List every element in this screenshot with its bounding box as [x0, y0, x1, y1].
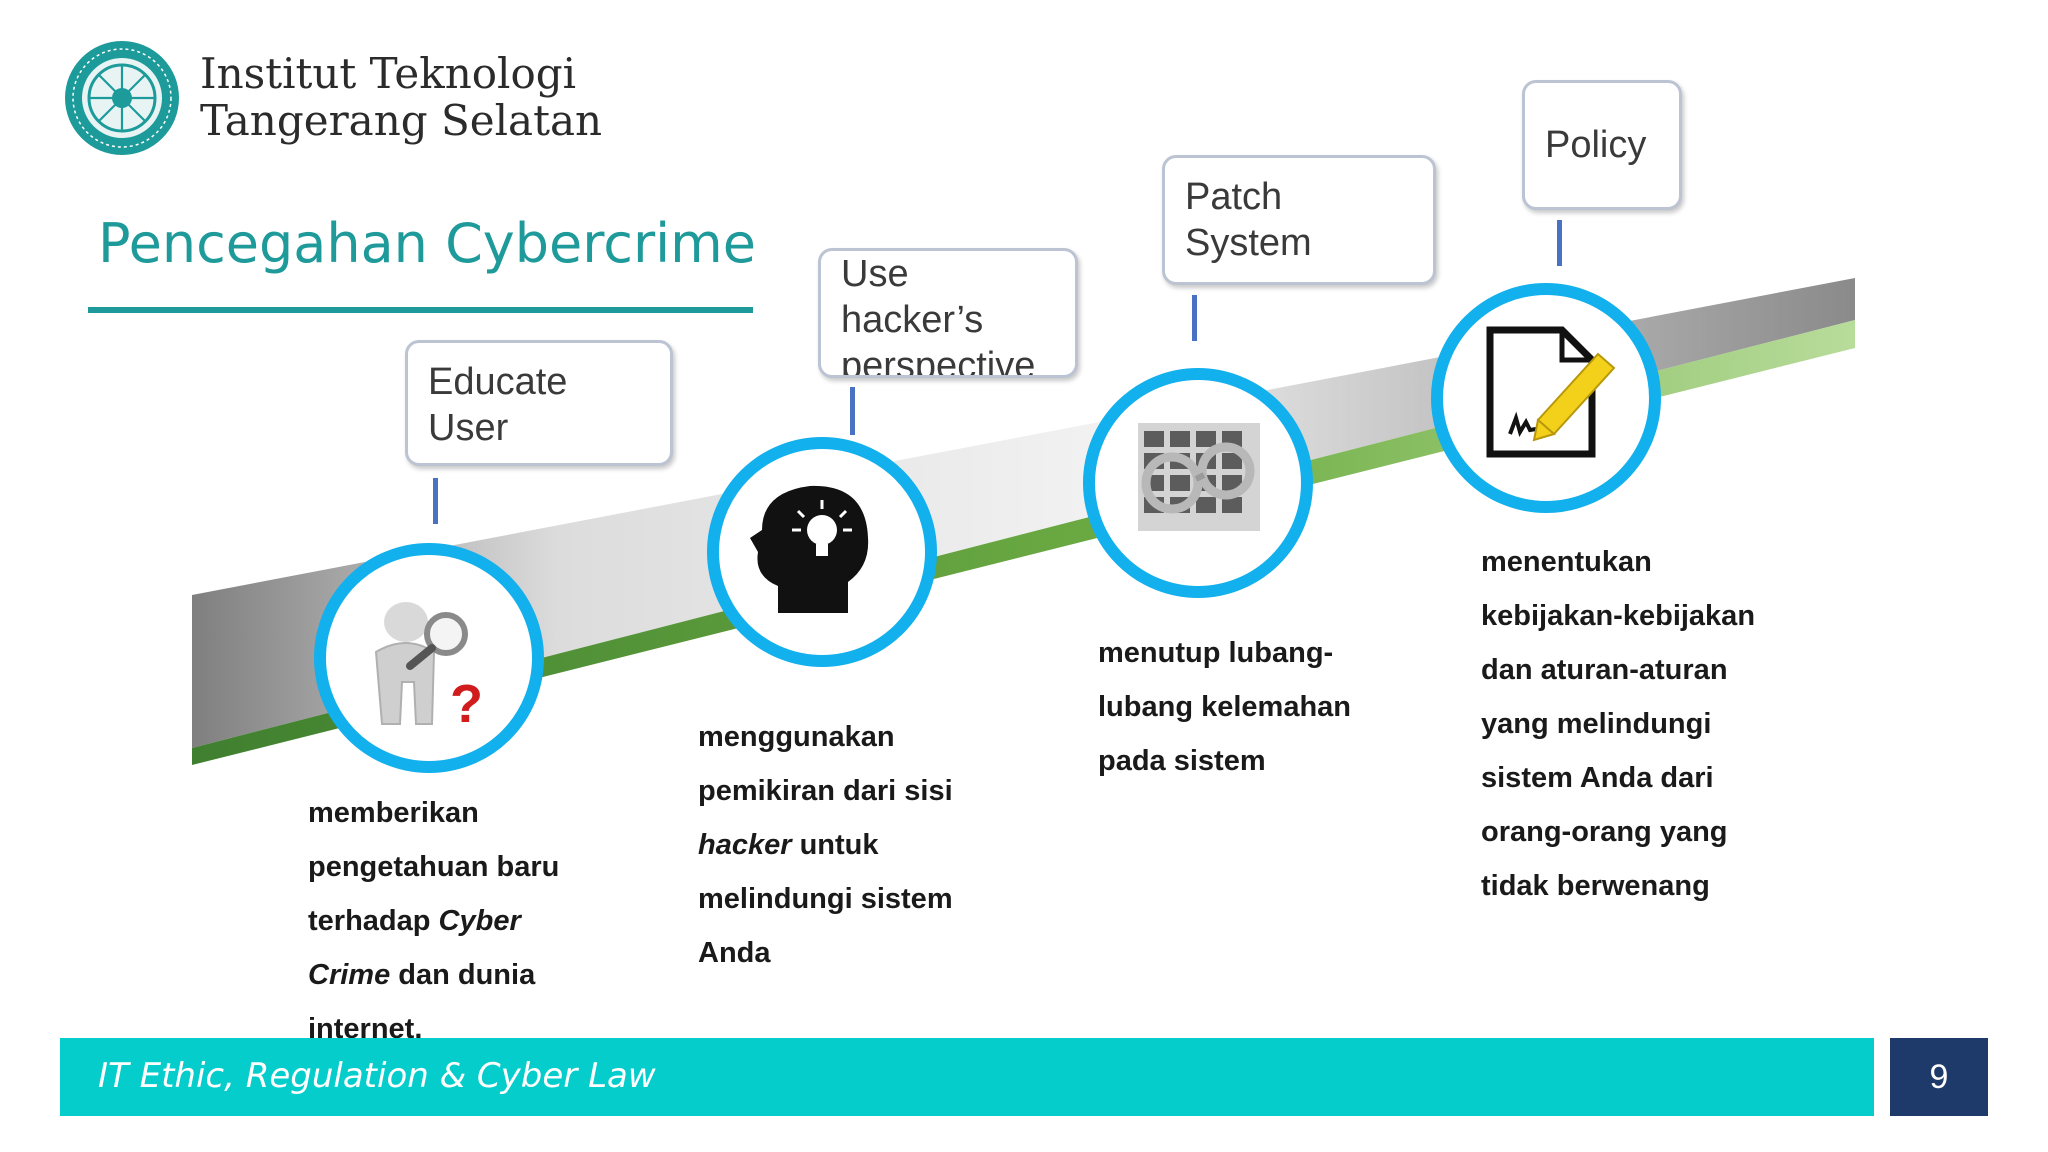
label-patch-line2: System	[1185, 222, 1312, 264]
svg-text:?: ?	[450, 674, 483, 732]
desc-policy-line1: menentukan	[1481, 546, 1652, 578]
label-hacker-line2: hacker’s	[841, 299, 984, 341]
footer-course-title: IT Ethic, Regulation & Cyber Law	[98, 1056, 656, 1096]
connector-educate-user	[433, 478, 438, 524]
desc-hacker-perspective: menggunakan pemikiran dari sisi hacker u…	[698, 710, 1018, 980]
magnifier-question-icon: ?	[374, 602, 483, 732]
label-hacker-line1: Use	[841, 253, 909, 295]
connector-patch-system	[1192, 295, 1197, 341]
title-underline	[88, 307, 753, 313]
page-number: 9	[1890, 1038, 1988, 1116]
label-patch-system: Patch System	[1162, 155, 1436, 285]
desc-educate-user-line1: memberikan	[308, 797, 479, 829]
footer-bar	[60, 1038, 1874, 1116]
desc-hacker-line5: Anda	[698, 937, 771, 969]
label-patch-line1: Patch	[1185, 176, 1283, 218]
desc-policy-line6: orang-orang yang	[1481, 816, 1728, 848]
desc-patch-system: menutup lubang- lubang kelemahan pada si…	[1098, 626, 1418, 788]
desc-policy: menentukan kebijakan-kebijakan dan atura…	[1481, 535, 1841, 913]
desc-text: terhadap	[308, 905, 439, 937]
desc-policy-line7: tidak berwenang	[1481, 870, 1710, 902]
label-educate-user-line1: Educate	[428, 361, 568, 403]
label-educate-user: Educate User	[405, 340, 673, 466]
desc-hacker-line3: hacker untuk	[698, 818, 1018, 872]
desc-educate-user: memberikan pengetahuan baru terhadap Cyb…	[308, 786, 638, 1056]
handcuffs-keyboard-icon	[1138, 423, 1260, 531]
desc-educate-user-line4: Crime dan dunia	[308, 948, 638, 1002]
circle-educate-user	[314, 543, 544, 773]
desc-italic-term: hacker	[698, 829, 792, 861]
desc-italic-term: Crime	[308, 959, 391, 991]
label-policy-line1: Policy	[1545, 124, 1647, 166]
desc-patch-line1: menutup lubang-	[1098, 637, 1334, 669]
slide-title: Pencegahan Cybercrime	[98, 212, 756, 275]
desc-policy-line2: kebijakan-kebijakan	[1481, 600, 1756, 632]
institution-name-line1: Institut Teknologi	[200, 49, 577, 98]
desc-hacker-line1: menggunakan	[698, 721, 895, 753]
institution-name: Institut Teknologi Tangerang Selatan	[200, 50, 602, 144]
desc-educate-user-line2: pengetahuan baru	[308, 851, 560, 883]
itts-logo-seal	[65, 41, 179, 155]
desc-policy-line4: yang melindungi	[1481, 708, 1712, 740]
desc-patch-line2: lubang kelemahan	[1098, 691, 1352, 723]
institution-name-line2: Tangerang Selatan	[200, 96, 603, 145]
desc-text: dan dunia	[390, 959, 536, 991]
label-educate-user-line2: User	[428, 407, 509, 449]
label-policy: Policy	[1522, 80, 1682, 210]
desc-educate-user-line3: terhadap Cyber	[308, 894, 638, 948]
desc-text: untuk	[791, 829, 879, 861]
connector-policy	[1557, 220, 1562, 266]
desc-patch-line3: pada sistem	[1098, 745, 1266, 777]
signed-document-icon	[1486, 326, 1616, 458]
head-lightbulb-icon	[750, 485, 869, 613]
label-hacker-line3: perspective	[841, 345, 1036, 378]
desc-hacker-line4: melindungi sistem	[698, 883, 953, 915]
connector-hacker-perspective	[850, 387, 855, 435]
label-hacker-perspective: Use hacker’s perspective	[818, 248, 1078, 378]
desc-policy-line3: dan aturan-aturan	[1481, 654, 1728, 686]
desc-hacker-line2: pemikiran dari sisi	[698, 775, 953, 807]
desc-policy-line5: sistem Anda dari	[1481, 762, 1714, 794]
desc-italic-term: Cyber	[438, 905, 521, 937]
